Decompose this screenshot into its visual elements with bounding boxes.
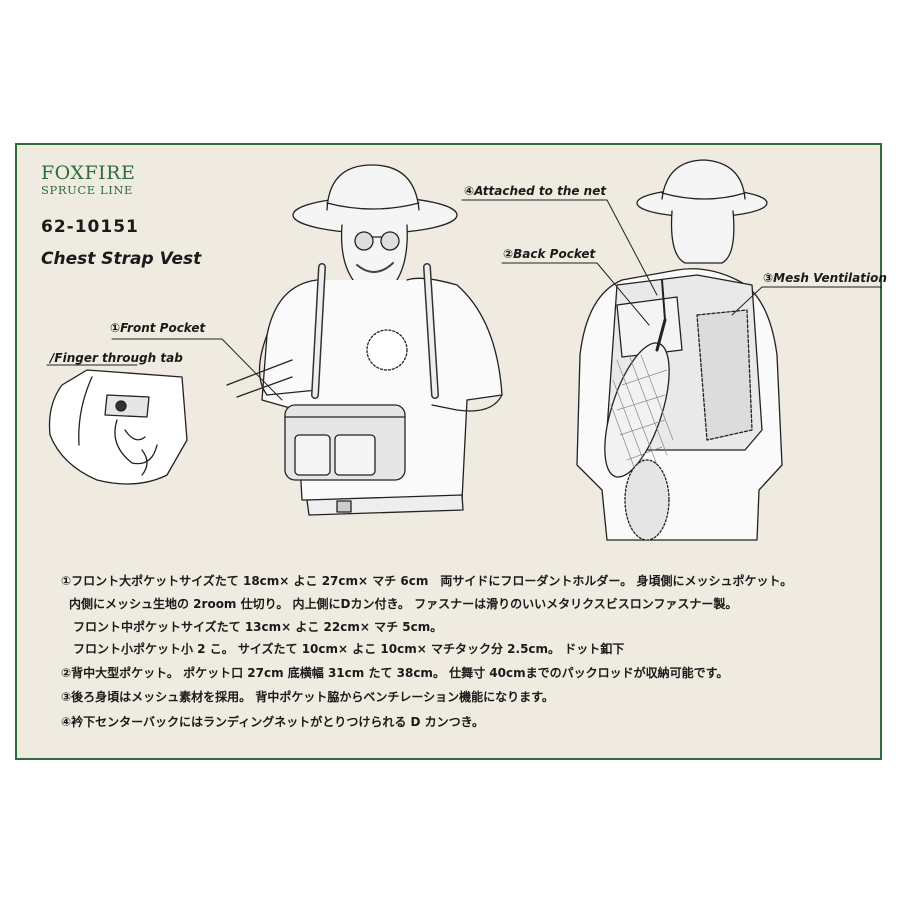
front-man-image: [226, 164, 503, 516]
callout-front-pocket: ①Front Pocket: [110, 321, 206, 335]
note-line-6: ③後ろ身頃はメッシュ素材を採用。 背中ポケット脇からベンチレーション機能になりま…: [61, 690, 554, 704]
brand-name: FOXFIRE: [41, 162, 136, 184]
callout-mesh-ventilation: ③Mesh Ventilation: [763, 271, 887, 285]
note-line-2: 内側にメッシュ生地の 2room 仕切り。 内上側にDカン付き。 ファスナーは滑…: [69, 597, 738, 611]
callout-back-pocket: ②Back Pocket: [503, 247, 596, 261]
note-line-5: ②背中大型ポケット。 ポケット口 27cm 底横幅 31cm たて 38cm。 …: [61, 666, 729, 680]
product-card: FOXFIRE SPRUCE LINE 62-10151 Chest Strap…: [15, 143, 887, 760]
back-man-image: [576, 159, 783, 541]
note-line-7: ④衿下センターバックにはランディングネットがとりつけられる D カンつき。: [61, 715, 485, 729]
callout-attached-net: ④Attached to the net: [464, 184, 607, 198]
note-line-3: フロント中ポケットサイズたて 13cm× よこ 22cm× マチ 5cm。: [73, 620, 443, 634]
note-line-4: フロント小ポケット小 2 こ。 サイズたて 10cm× よこ 10cm× マチタ…: [73, 642, 625, 656]
brand-logo: FOXFIRE SPRUCE LINE: [41, 163, 135, 197]
vest-illustration: [46, 159, 882, 541]
finger-tab-detail-image: [48, 369, 188, 485]
note-line-1: ①フロント大ポケットサイズたて 18cm× よこ 27cm× マチ 6cm 両サ…: [61, 574, 793, 588]
brand-line: SPRUCE LINE: [41, 183, 134, 197]
product-code: 62-10151: [41, 217, 139, 237]
product-name: Chest Strap Vest: [41, 249, 202, 269]
callout-lines: [46, 199, 882, 401]
callout-finger-tab: /Finger through tab: [50, 351, 183, 365]
